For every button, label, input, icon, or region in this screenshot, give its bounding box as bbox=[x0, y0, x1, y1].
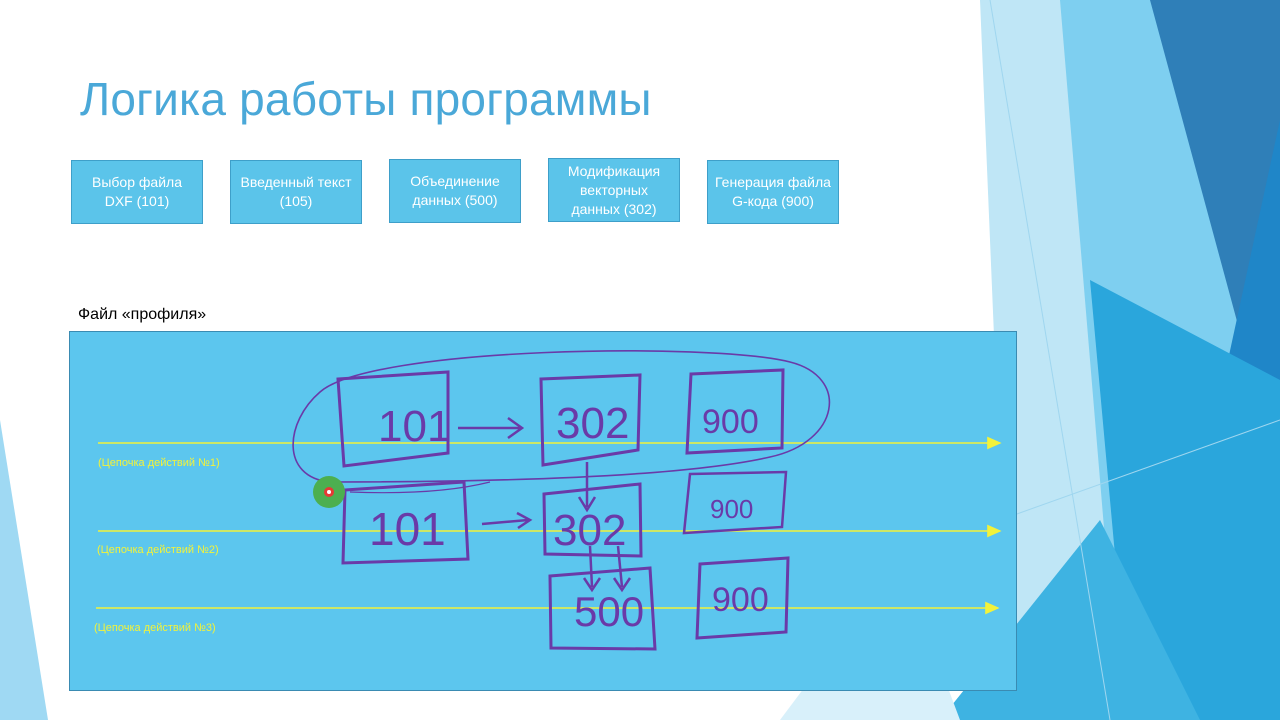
drawing-panel: (Цепочка действий №1) (Цепочка действий … bbox=[69, 331, 1017, 691]
sketch-text-900-row2: 900 bbox=[710, 494, 753, 524]
step-entered-text: Введенный текст (105) bbox=[230, 160, 362, 224]
sketch-box-500 bbox=[548, 566, 657, 651]
sketch-box-302-row1 bbox=[539, 373, 642, 467]
step-select-dxf: Выбор файла DXF (101) bbox=[71, 160, 203, 224]
sketch-text-900-row3: 900 bbox=[712, 581, 769, 619]
chain-label-2: (Цепочка действий №2) bbox=[97, 544, 219, 556]
step-merge-data: Объединение данных (500) bbox=[389, 159, 521, 223]
sketch-text-900-row1: 900 bbox=[702, 403, 759, 441]
sketch-box-900-row1 bbox=[685, 368, 785, 455]
sketch-text-101-row2: 101 bbox=[369, 503, 446, 555]
step-generate-gcode: Генерация файла G-кода (900) bbox=[707, 160, 839, 224]
step-label: Выбор файла DXF (101) bbox=[92, 174, 182, 209]
chain-label-1: (Цепочка действий №1) bbox=[98, 457, 220, 469]
sketch-box-900-row2 bbox=[682, 470, 788, 535]
pointer-marker bbox=[313, 476, 345, 508]
sketch-text-302-row1: 302 bbox=[556, 399, 629, 448]
step-modify-vectors: Модификация векторных данных (302) bbox=[548, 158, 680, 222]
file-profile-label: Файл «профиля» bbox=[78, 306, 207, 323]
sketch-text-101-row1: 101 bbox=[378, 402, 451, 451]
sketch-box-101-row1 bbox=[336, 370, 450, 468]
slide-title: Логика работы программы bbox=[80, 73, 652, 125]
sketch-box-101-row2 bbox=[341, 480, 470, 565]
sketch-text-500: 500 bbox=[574, 588, 644, 635]
chain-label-3: (Цепочка действий №3) bbox=[94, 622, 216, 634]
step-label: Введенный текст (105) bbox=[240, 174, 352, 209]
step-label: Модификация векторных данных (302) bbox=[567, 162, 661, 217]
step-label: Объединение данных (500) bbox=[410, 173, 500, 208]
sketch-box-900-row3 bbox=[695, 556, 790, 640]
sketch-box-302-row2 bbox=[542, 482, 643, 558]
step-label: Генерация файла G-кода (900) bbox=[715, 174, 831, 209]
